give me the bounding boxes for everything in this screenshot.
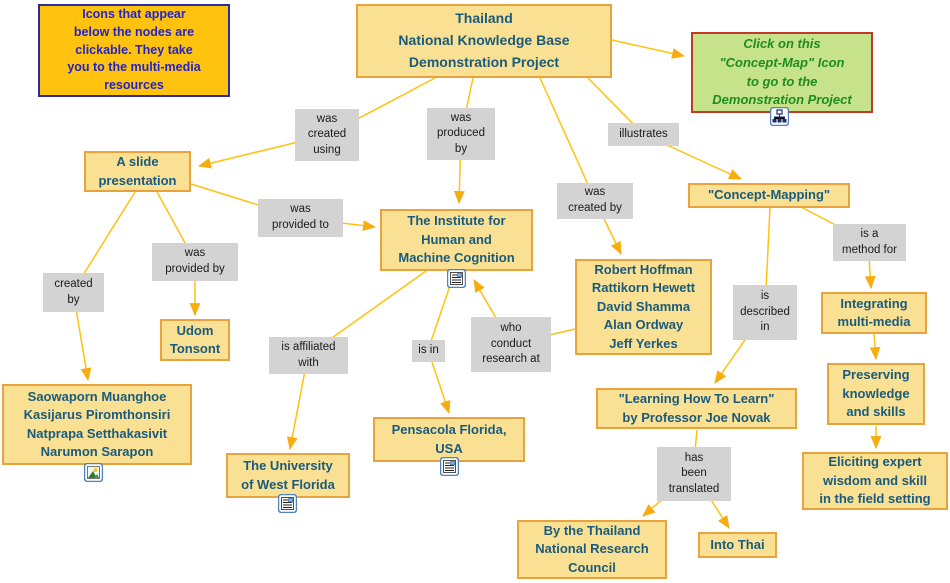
link-is-affiliated-with: is affiliated with [269, 337, 348, 374]
image-icon[interactable] [83, 462, 104, 483]
link-who-conduct-research-at: who conduct research at [471, 317, 551, 372]
webpage-icon[interactable] [277, 493, 298, 514]
link-is-described-in: is described in [733, 285, 797, 340]
icons-clickable-note: Icons that appear below the nodes are cl… [38, 4, 230, 97]
node-university-west-florida: The University of West Florida [226, 453, 350, 498]
node-integrating-multimedia: Integrating multi-media [821, 292, 927, 334]
click-concept-map-note: Click on this "Concept-Map" Icon to go t… [691, 32, 873, 113]
node-concept-mapping: "Concept-Mapping" [688, 183, 850, 208]
node-eliciting-expert-wisdom: Eliciting expert wisdom and skill in the… [802, 452, 948, 510]
node-udom-tonsont: Udom Tonsont [160, 319, 230, 361]
link-was-created-by: was created by [557, 183, 633, 219]
node-ihmc: The Institute for Human and Machine Cogn… [380, 209, 533, 271]
link-was-provided-by: was provided by [152, 243, 238, 281]
link-was-produced-by: was produced by [427, 108, 495, 160]
link-is-in: is in [412, 340, 445, 362]
webpage-icon[interactable] [439, 456, 460, 477]
node-learning-how-to-learn: "Learning How To Learn" by Professor Joe… [596, 388, 797, 429]
link-created-by: created by [43, 273, 104, 312]
link-illustrates: illustrates [608, 123, 679, 146]
link-was-provided-to: was provided to [258, 199, 343, 237]
node-main-project: Thailand National Knowledge Base Demonst… [356, 4, 612, 78]
node-slide-authors: Saowaporn Muanghoe Kasijarus Piromthonsi… [2, 384, 192, 465]
link-is-a-method-for: is a method for [833, 224, 906, 261]
link-was-created-using: was created using [295, 109, 359, 161]
node-into-thai: Into Thai [698, 532, 777, 558]
node-slide-presentation: A slide presentation [84, 151, 191, 192]
webpage-icon[interactable] [446, 268, 467, 289]
node-pensacola: Pensacola Florida, USA [373, 417, 525, 462]
node-preserving-knowledge: Preserving knowledge and skills [827, 363, 925, 425]
concept-map-icon[interactable] [769, 106, 790, 127]
node-thailand-research-council: By the Thailand National Research Counci… [517, 520, 667, 579]
node-researchers: Robert Hoffman Rattikorn Hewett David Sh… [575, 259, 712, 355]
link-has-been-translated: has been translated [657, 447, 731, 501]
